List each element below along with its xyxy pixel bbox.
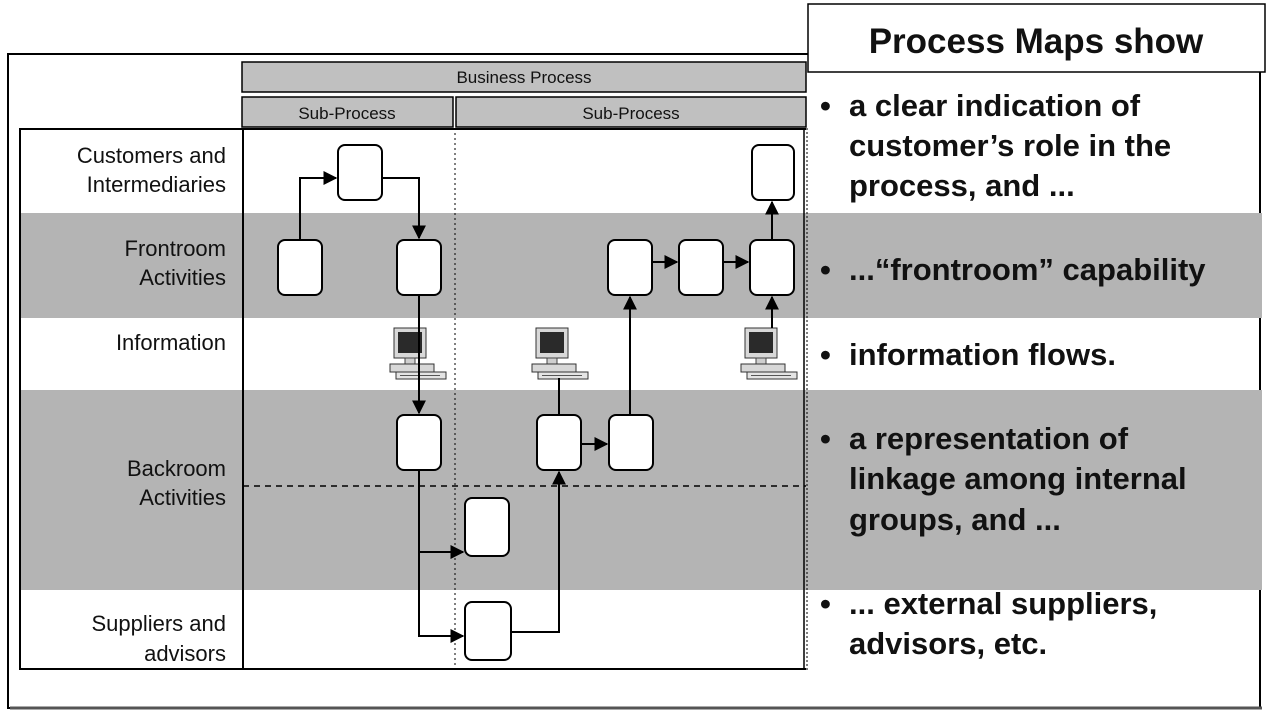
process-box-frontroom-1 bbox=[277, 239, 323, 296]
bullet-marker: • bbox=[820, 252, 831, 287]
sub-process-label-1: Sub-Process bbox=[298, 104, 395, 123]
bullet-2-line-1: ...“frontroom” capability bbox=[849, 252, 1206, 287]
lane-label-frontroom-line2: Activities bbox=[139, 265, 226, 290]
bullet-marker: • bbox=[820, 586, 831, 621]
bullet-marker: • bbox=[820, 337, 831, 372]
bullet-marker: • bbox=[820, 421, 831, 456]
flow-arrow bbox=[382, 177, 426, 240]
bullet-5-line-2: advisors, etc. bbox=[849, 626, 1047, 661]
bullet-3-line-1: information flows. bbox=[849, 337, 1116, 372]
lane-label-suppliers-line2: advisors bbox=[144, 641, 226, 666]
bullet-4-line-3: groups, and ... bbox=[849, 502, 1061, 537]
business-process-label: Business Process bbox=[456, 68, 591, 87]
process-box-backroom-2 bbox=[536, 414, 582, 471]
bullet-4-line-1: a representation of bbox=[849, 421, 1129, 456]
flow-arrow bbox=[511, 470, 566, 633]
bullet-1-line-3: process, and ... bbox=[849, 168, 1075, 203]
outer-frame bbox=[7, 53, 1261, 709]
bullet-1-line-1: a clear indication of bbox=[849, 88, 1141, 123]
flow-arrow bbox=[418, 552, 465, 643]
bullet-4-line-2: linkage among internal bbox=[849, 461, 1187, 496]
process-box-frontroom-2 bbox=[396, 239, 442, 296]
process-box-frontroom-3 bbox=[607, 239, 653, 296]
process-box-customer-2 bbox=[751, 144, 795, 201]
lane-label-suppliers-line1: Suppliers and bbox=[91, 611, 226, 636]
flow-arrow bbox=[299, 171, 338, 240]
lane-label-frontroom-line1: Frontroom bbox=[125, 236, 226, 261]
process-box-customer-1 bbox=[337, 144, 383, 201]
process-box-backroom-1 bbox=[396, 414, 442, 471]
business-process-header bbox=[241, 61, 807, 93]
lane-label-backroom-line1: Backroom bbox=[127, 456, 226, 481]
panel-title: Process Maps show bbox=[869, 22, 1204, 61]
process-box-supplier-1 bbox=[464, 601, 512, 661]
lane-label-backroom-line2: Activities bbox=[139, 485, 226, 510]
process-box-backroom-3 bbox=[608, 414, 654, 471]
panel-title-box bbox=[807, 3, 1266, 73]
sub-process-header-1 bbox=[241, 96, 454, 128]
process-box-frontroom-4 bbox=[678, 239, 724, 296]
sub-process-label-2: Sub-Process bbox=[582, 104, 679, 123]
process-box-backroom-4 bbox=[464, 497, 510, 557]
sub-process-header-2 bbox=[455, 96, 807, 128]
bullet-1-line-2: customer’s role in the bbox=[849, 128, 1171, 163]
bullet-marker: • bbox=[820, 88, 831, 123]
process-box-frontroom-5 bbox=[749, 239, 795, 296]
lane-label-customers-line1: Customers and bbox=[77, 143, 226, 168]
lane-label-information: Information bbox=[116, 330, 226, 355]
bullet-5-line-1: ... external suppliers, bbox=[849, 586, 1157, 621]
lane-label-customers-line2: Intermediaries bbox=[87, 172, 226, 197]
